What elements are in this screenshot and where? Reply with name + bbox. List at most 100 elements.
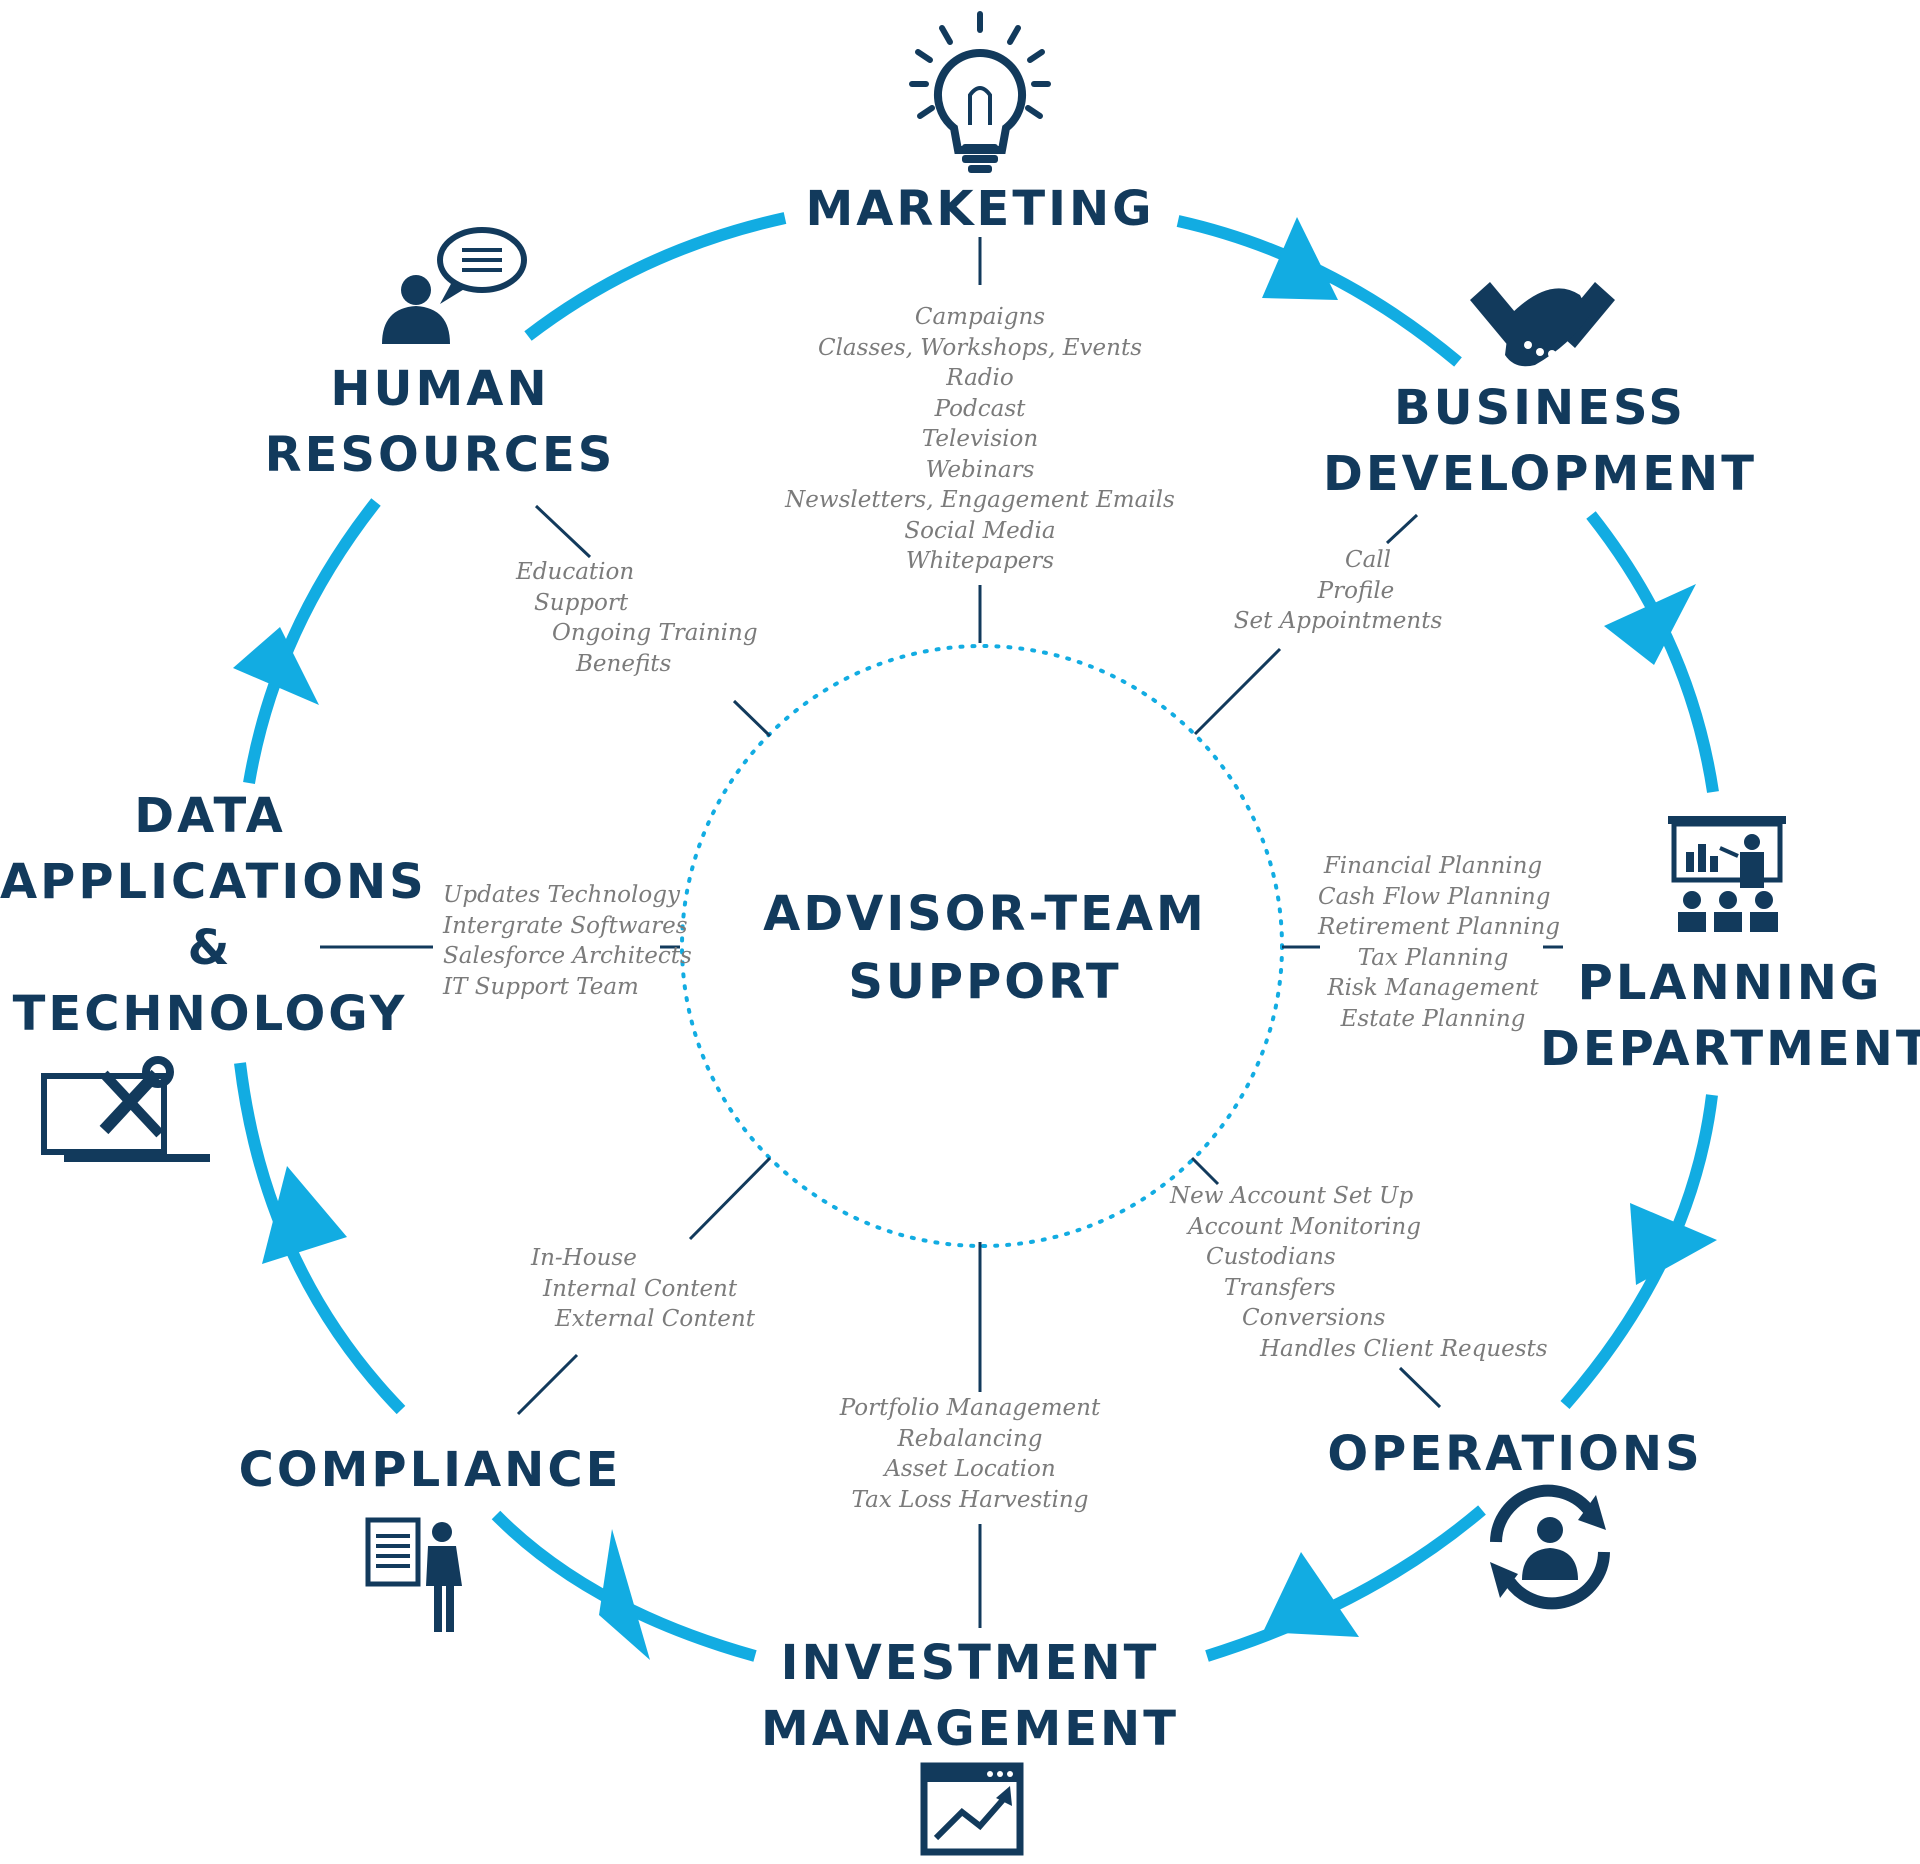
list-item: Call (1344, 547, 1392, 573)
dept-compliance-line1: COMPLIANCE (238, 1442, 622, 1498)
connector-operations-top (1190, 1156, 1220, 1186)
list-operations: New Account Set Up Account Monitoring Cu… (1170, 1181, 1548, 1364)
list-item: Tax Planning (1357, 944, 1509, 971)
list-marketing: Campaigns Classes, Workshops, Events Rad… (780, 302, 1180, 577)
list-item: Risk Management (1327, 975, 1539, 1001)
dept-investment-title: INVESTMENT MANAGEMENT (760, 1630, 1180, 1762)
dept-hr-line1: HUMAN (330, 361, 550, 417)
list-item: Salesforce Architects (443, 943, 692, 969)
dept-data-line3: & (187, 920, 233, 976)
lightbulb-icon (909, 11, 1051, 173)
dept-planning-line1: PLANNING (1577, 955, 1883, 1011)
dept-investment-line1: INVESTMENT (780, 1635, 1160, 1691)
list-item: Rebalancing (897, 1425, 1043, 1452)
presentation-icon (1668, 816, 1786, 932)
handshake-icon (1470, 282, 1615, 367)
connector-business-top (1385, 513, 1419, 545)
dept-business-title: BUSINESS DEVELOPMENT (1300, 375, 1780, 507)
cycle-arc-business-planning (1586, 511, 1719, 793)
list-item: Internal Content (543, 1275, 738, 1302)
dept-data-line4: TECHNOLOGY (12, 986, 408, 1042)
list-item: Education (516, 559, 635, 585)
list-item: Estate Planning (1340, 1005, 1526, 1032)
center-title-line2: SUPPORT (848, 954, 1122, 1010)
list-planning: Financial Planning Cash Flow Planning Re… (1318, 851, 1560, 1034)
list-item: Intergrate Softwares (443, 912, 688, 939)
list-hr: Education Support Ongoing Training Benef… (516, 557, 758, 679)
person-cycle-icon (1490, 1484, 1610, 1610)
list-item: Custodians (1206, 1244, 1336, 1270)
dept-marketing-line1: MARKETING (805, 181, 1155, 237)
connector-compliance-bottom (516, 1353, 579, 1416)
cycle-arc-data-hr (243, 498, 381, 785)
list-item: Handles Client Requests (1260, 1335, 1548, 1362)
arrow-head-3 (1630, 1203, 1717, 1285)
person-speech-icon (382, 227, 527, 344)
connector-business-bottom (1193, 647, 1282, 736)
arrow-head-2 (1604, 584, 1696, 665)
list-item: External Content (555, 1306, 755, 1332)
list-item: In-House (531, 1245, 637, 1271)
list-compliance: In-House Internal Content External Conte… (531, 1243, 771, 1335)
connector-operations-bottom (1398, 1366, 1442, 1409)
list-item: Support (534, 589, 629, 616)
list-data: Updates Technology Intergrate Softwares … (443, 880, 692, 1002)
dept-planning-line2: DEPARTMENT (1540, 1021, 1920, 1077)
document-person-icon (365, 1517, 462, 1632)
dept-data-line2: APPLICATIONS (0, 854, 427, 910)
connector-compliance-top (688, 1156, 772, 1241)
list-item: Transfers (1224, 1274, 1336, 1301)
arrow-head-5 (599, 1529, 650, 1660)
growth-chart-icon (920, 1762, 1024, 1856)
list-item: Asset Location (884, 1456, 1056, 1482)
arrow-head-7 (233, 627, 319, 705)
dept-data-title: DATA APPLICATIONS & TECHNOLOGY (0, 783, 427, 1047)
list-item: Updates Technology (443, 882, 680, 908)
dept-compliance-title: COMPLIANCE (230, 1437, 630, 1503)
cycle-arc-operations-investment (1205, 1505, 1486, 1662)
list-item: Retirement Planning (1318, 914, 1560, 940)
center-title: ADVISOR-TEAM SUPPORT (740, 880, 1230, 1016)
cycle-arc-hr-marketing (524, 212, 787, 341)
dept-investment-line2: MANAGEMENT (761, 1701, 1179, 1757)
list-item: Account Monitoring (1188, 1213, 1421, 1240)
connector-hr-top (534, 504, 592, 559)
dept-data-line1: DATA (134, 788, 286, 844)
list-item: Profile (1317, 577, 1395, 604)
dept-business-line2: DEVELOPMENT (1323, 446, 1757, 502)
list-investment: Portfolio Management Rebalancing Asset L… (830, 1393, 1110, 1515)
arrow-head-1 (1262, 217, 1338, 300)
arrow-head-6 (262, 1166, 347, 1264)
list-item: Television (921, 426, 1039, 452)
dept-operations-line1: OPERATIONS (1327, 1426, 1703, 1482)
list-item: Podcast (934, 395, 1026, 422)
list-item: Benefits (576, 650, 672, 677)
list-item: Financial Planning (1323, 853, 1543, 879)
center-title-line1: ADVISOR-TEAM (763, 886, 1207, 942)
list-item: Radio (946, 365, 1014, 391)
list-item: Campaigns (914, 304, 1046, 330)
list-item: Cash Flow Planning (1318, 883, 1551, 910)
laptop-tools-icon (41, 1056, 210, 1162)
list-item: Tax Loss Harvesting (851, 1486, 1089, 1513)
dept-business-line1: BUSINESS (1394, 380, 1686, 436)
list-item: Set Appointments (1233, 608, 1443, 634)
list-item: Whitepapers (905, 548, 1055, 574)
list-item: Classes, Workshops, Events (817, 334, 1143, 361)
connector-hr-bottom (732, 699, 772, 738)
list-business: Call Profile Set Appointments (1188, 545, 1488, 637)
dept-planning-title: PLANNING DEPARTMENT (1540, 950, 1920, 1082)
list-item: Portfolio Management (839, 1395, 1101, 1421)
list-item: Conversions (1242, 1305, 1386, 1331)
list-item: Social Media (904, 517, 1056, 544)
arrow-head-4 (1263, 1552, 1359, 1637)
list-item: Webinars (925, 456, 1035, 483)
list-item: New Account Set Up (1170, 1183, 1414, 1209)
dept-hr-title: HUMAN RESOURCES (240, 356, 640, 488)
list-item: Newsletters, Engagement Emails (785, 487, 1175, 513)
list-item: IT Support Team (443, 973, 639, 1000)
list-item: Ongoing Training (552, 620, 758, 646)
dept-marketing-title: MARKETING (780, 176, 1180, 242)
